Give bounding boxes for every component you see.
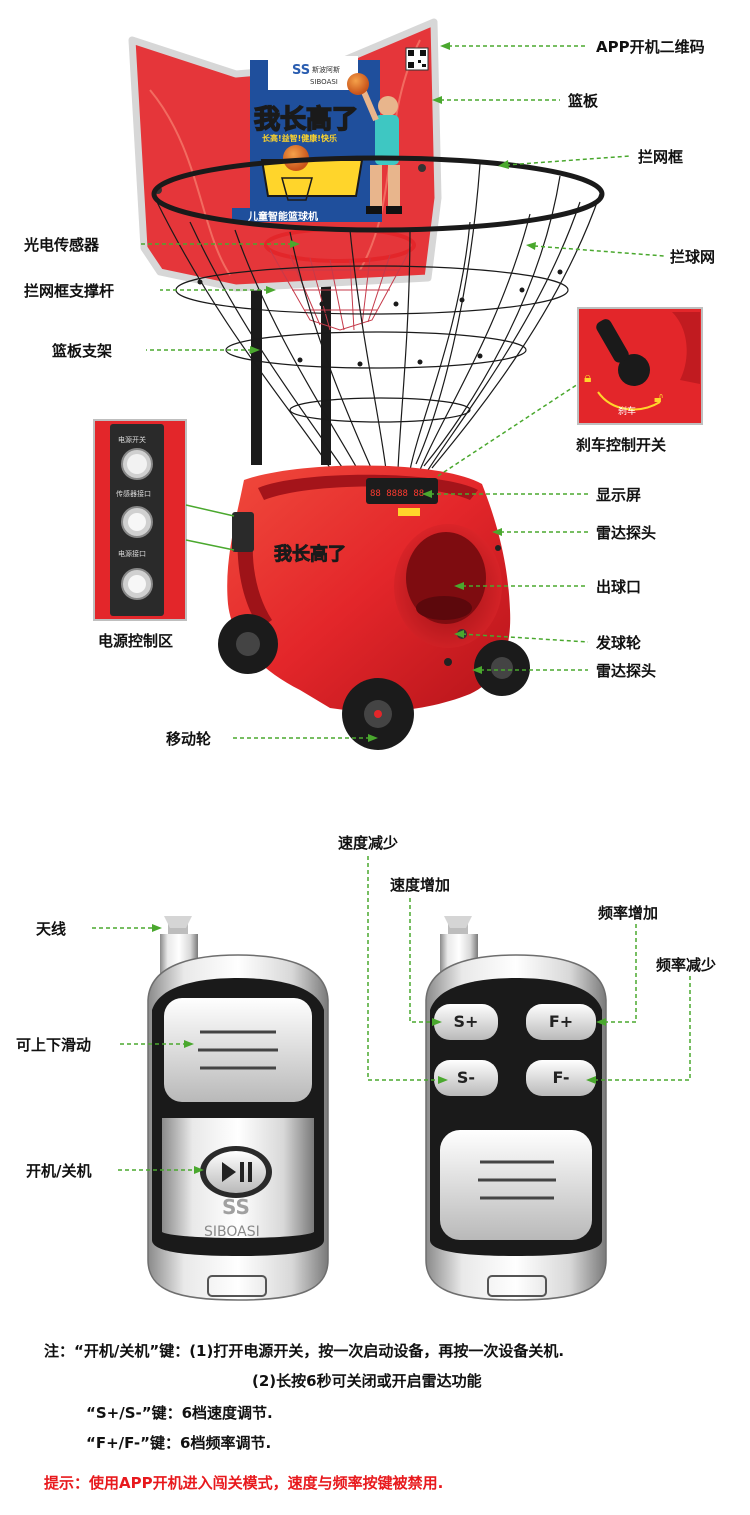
note-line-1: 注：“开机/关机”键：(1)打开电源开关，按一次启动设备，再按一次设备关机.	[44, 1342, 565, 1360]
unlock-icon: 🔓︎	[654, 390, 663, 406]
power-port-label: 电源接口	[118, 549, 146, 558]
label-net-frame-rod: 拦网框支撑杆	[24, 282, 115, 300]
label-speed-down: 速度减少	[338, 834, 399, 852]
lock-icon: 🔒︎	[584, 370, 591, 386]
label-radar-probe-top: 雷达探头	[596, 524, 657, 542]
qr-code	[405, 47, 429, 71]
speed-down-label: S-	[456, 1068, 476, 1087]
label-app-qr: APP开机二维码	[596, 38, 705, 56]
power-toggle-button[interactable]	[200, 1150, 272, 1196]
wheel-rear-left	[218, 614, 278, 674]
backboard-product: 儿童智能篮球机	[247, 210, 318, 223]
net-frame-ring	[151, 155, 605, 233]
label-photo-sensor: 光电传感器	[24, 236, 100, 254]
svg-text:SS: SS	[292, 63, 310, 78]
brake-inset: 🔒︎ 🔓︎ 刹车	[577, 307, 703, 425]
slide-cover[interactable]	[164, 998, 312, 1102]
note-line-3: “S+/S-”键：6档速度调节.	[86, 1404, 273, 1422]
label-radar-probe-bottom: 雷达探头	[596, 662, 657, 680]
label-power-toggle: 开机/关机	[26, 1162, 92, 1180]
label-freq-down: 频率减少	[656, 956, 717, 974]
svg-text:SS: SS	[222, 1195, 250, 1219]
ball-net	[155, 163, 601, 471]
label-slide: 可上下滑动	[16, 1036, 92, 1054]
wheels	[218, 614, 530, 750]
label-wheels: 移动轮	[166, 730, 212, 748]
brake-text: 刹车	[618, 405, 636, 417]
label-backboard: 篮板	[568, 92, 599, 110]
leader-lines-machine	[138, 45, 665, 739]
label-net-frame: 拦网框	[638, 148, 684, 166]
brand-en: SIBOASI	[310, 78, 338, 86]
note-line-4: “F+/F-”键：6档频率调节.	[86, 1434, 272, 1452]
backboard-slogan: 我长高了	[254, 104, 358, 135]
label-net: 拦球网	[670, 248, 716, 266]
wheel-front-left	[342, 678, 414, 750]
power-switch-label: 电源开关	[118, 435, 146, 444]
label-power-control: 电源控制区	[98, 632, 174, 650]
label-antenna: 天线	[36, 920, 67, 938]
freq-up-button[interactable]: F+	[526, 1004, 596, 1040]
backboard: SS 斯波阿斯 SIBOASI 我长高了 长高!益智!健康!快乐 儿童智能篮球机	[128, 18, 442, 292]
note-line-2: (2)长按6秒可关闭或开启雷达功能	[252, 1372, 482, 1390]
display-digits: 88 8888 88	[370, 489, 424, 499]
freq-down-label: F-	[552, 1068, 570, 1087]
freq-up-label: F+	[548, 1012, 574, 1031]
body-slogan: 我长高了	[274, 543, 346, 565]
remote-left: SS SIBOASI	[147, 916, 329, 1301]
machine-body: 我长高了 88 8888 88	[227, 465, 511, 712]
label-ball-outlet: 出球口	[596, 578, 642, 596]
machine-illustration: SS 斯波阿斯 SIBOASI 我长高了 长高!益智!健康!快乐 儿童智能篮球机	[93, 18, 703, 750]
label-backboard-bracket: 篮板支架	[52, 342, 113, 360]
speed-up-label: S+	[453, 1012, 479, 1031]
label-freq-up: 频率增加	[598, 904, 659, 922]
label-launch-wheel: 发球轮	[596, 634, 642, 652]
wheel-front-right	[474, 640, 530, 696]
label-brake-switch: 刹车控制开关	[576, 436, 667, 454]
label-speed-up: 速度增加	[390, 876, 451, 894]
remote-left-logo: SIBOASI	[204, 1224, 260, 1240]
leader-arrowheads	[250, 42, 536, 742]
kid-figure	[347, 73, 402, 214]
hoop-net	[269, 249, 411, 331]
speed-up-button[interactable]: S+	[434, 1004, 498, 1040]
speed-down-button[interactable]: S-	[434, 1060, 498, 1096]
label-display: 显示屏	[596, 486, 642, 504]
remote-right	[425, 916, 607, 1301]
note-tip: 提示：使用APP开机进入闯关模式，速度与频率按键被禁用.	[44, 1474, 444, 1492]
brand-cn: 斯波阿斯	[312, 65, 340, 74]
sensor-port-label: 传感器接口	[116, 489, 151, 498]
freq-down-button[interactable]: F-	[526, 1060, 596, 1096]
power-panel-inset: 电源开关 传感器接口 电源接口	[93, 419, 235, 621]
backboard-sub-slogan: 长高!益智!健康!快乐	[262, 133, 337, 143]
